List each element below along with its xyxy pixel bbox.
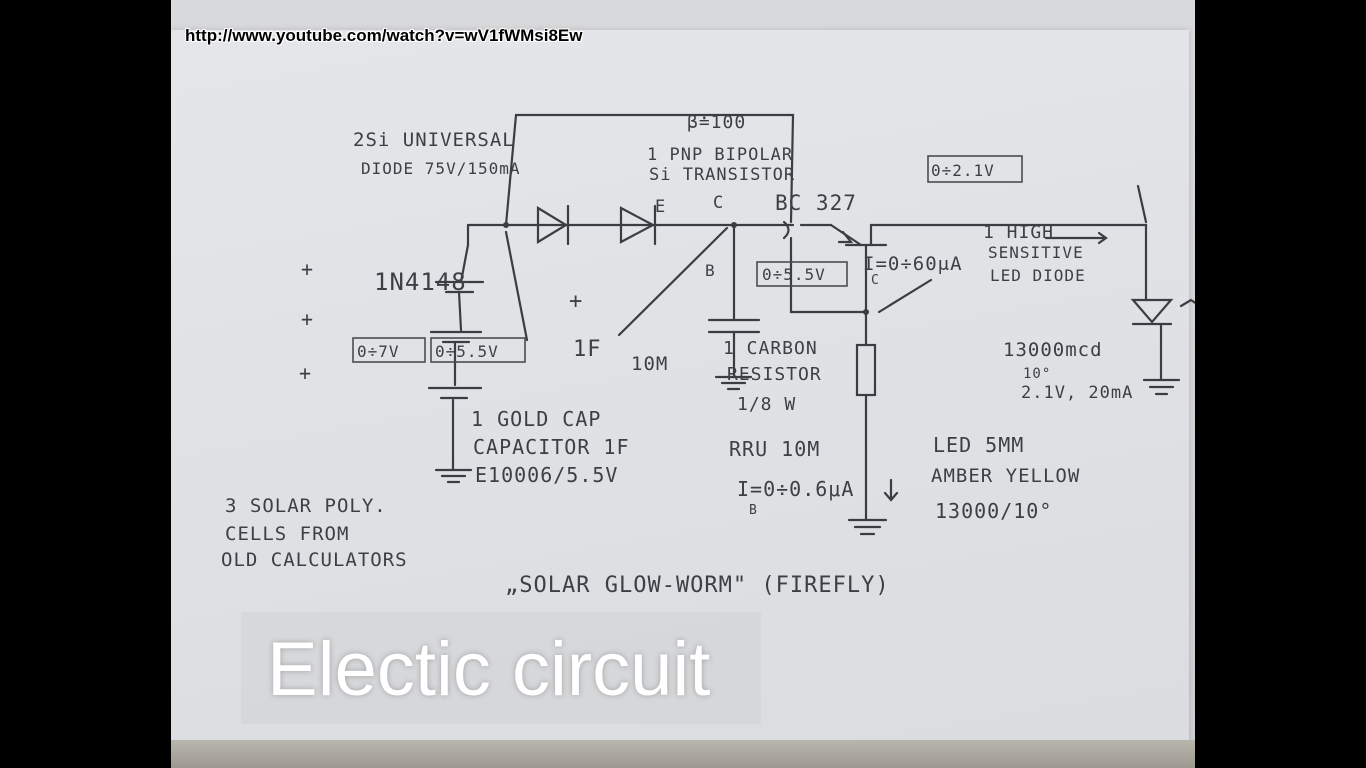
cap-value: 1F: [573, 337, 602, 362]
led-label-3: LED DIODE: [990, 266, 1086, 285]
led-spec-3: 2.1V, 20mA: [1021, 383, 1133, 403]
beta-label: β≐100: [687, 112, 746, 133]
grounds: [434, 375, 1181, 536]
video-url-overlay[interactable]: http://www.youtube.com/watch?v=wV1fWMsi8…: [185, 26, 583, 45]
cell-plus-3: +: [299, 361, 312, 385]
circuit-schematic: 2Si UNIVERSAL DIODE 75V/150mA 1N4148 β≐1…: [221, 112, 1195, 598]
solar-voltage: 0÷7V: [357, 342, 400, 361]
transistor-part: BC 327: [775, 191, 857, 215]
transistor-label-2: Si TRANSISTOR: [649, 165, 795, 185]
cap-note-2: CAPACITOR 1F: [473, 435, 630, 459]
diode-note-2: DIODE 75V/150mA: [361, 159, 521, 178]
led-voltage: 0÷2.1V: [931, 161, 995, 180]
pointer-lines: [503, 184, 1148, 502]
led-note-1: LED 5MM: [933, 433, 1024, 457]
collector-subscript: C: [871, 273, 880, 288]
transistor-label-1: 1 PNP BIPOLAR: [647, 145, 793, 165]
resistor-label-1: 1 CARBON: [723, 338, 818, 359]
led: [1130, 298, 1195, 326]
pin-e-label: E: [655, 197, 666, 217]
pin-b-label: B: [705, 261, 716, 280]
base-subscript: B: [749, 503, 758, 518]
led-spec-2: 10°: [1023, 366, 1051, 382]
led-note-3: 13000/10°: [935, 499, 1052, 523]
base-voltage-box: [756, 261, 848, 287]
pin-c-label: C: [713, 193, 724, 213]
collector-current: I=0÷60μA: [863, 253, 963, 275]
led-label-1: 1 HIGH: [983, 222, 1054, 243]
base-current: I=0÷0.6μA: [737, 477, 854, 501]
solar-voltage-box: [352, 337, 426, 363]
video-caption: Electic circuit: [267, 627, 711, 712]
led-voltage-box: [927, 155, 1023, 183]
cell-plus-1: +: [301, 257, 314, 281]
diodes: [536, 204, 657, 246]
transistor: [829, 223, 888, 247]
cap-voltage-box: [430, 337, 526, 363]
solar-cells: [427, 243, 485, 400]
solar-label-1: 3 SOLAR POLY.: [225, 495, 387, 517]
led-spec-1: 13000mcd: [1003, 339, 1103, 361]
resistor-label-3: 1/8 W: [737, 394, 796, 415]
cap-note-3: E10006/5.5V: [475, 463, 618, 487]
diode-note-1: 2Si UNIVERSAL: [353, 129, 515, 151]
wires: [451, 113, 1163, 522]
solar-label-3: OLD CALCULATORS: [221, 549, 408, 571]
resistor-label-2: RESISTOR: [727, 364, 822, 385]
cap-plus: +: [569, 289, 583, 314]
cell-plus-2: +: [301, 307, 314, 331]
base-voltage: 0÷5.5V: [762, 265, 826, 284]
resistor: [855, 343, 877, 397]
table-surface: [171, 740, 1195, 768]
led-label-2: SENSITIVE: [988, 243, 1084, 262]
led-note-2: AMBER YELLOW: [931, 465, 1080, 487]
circuit-title: „SOLAR GLOW-WORM" (FIREFLY): [505, 573, 890, 598]
video-frame[interactable]: 2Si UNIVERSAL DIODE 75V/150mA 1N4148 β≐1…: [171, 0, 1195, 768]
cap-voltage: 0÷5.5V: [435, 342, 499, 361]
capacitor: [707, 318, 761, 334]
resistor-part: RRU 10M: [729, 437, 820, 461]
solar-label-2: CELLS FROM: [225, 523, 349, 545]
caption-backdrop: [241, 612, 761, 724]
resistor-value: 10M: [631, 353, 668, 375]
cap-note-1: 1 GOLD CAP: [471, 407, 601, 431]
diode-part: 1N4148: [374, 268, 467, 296]
